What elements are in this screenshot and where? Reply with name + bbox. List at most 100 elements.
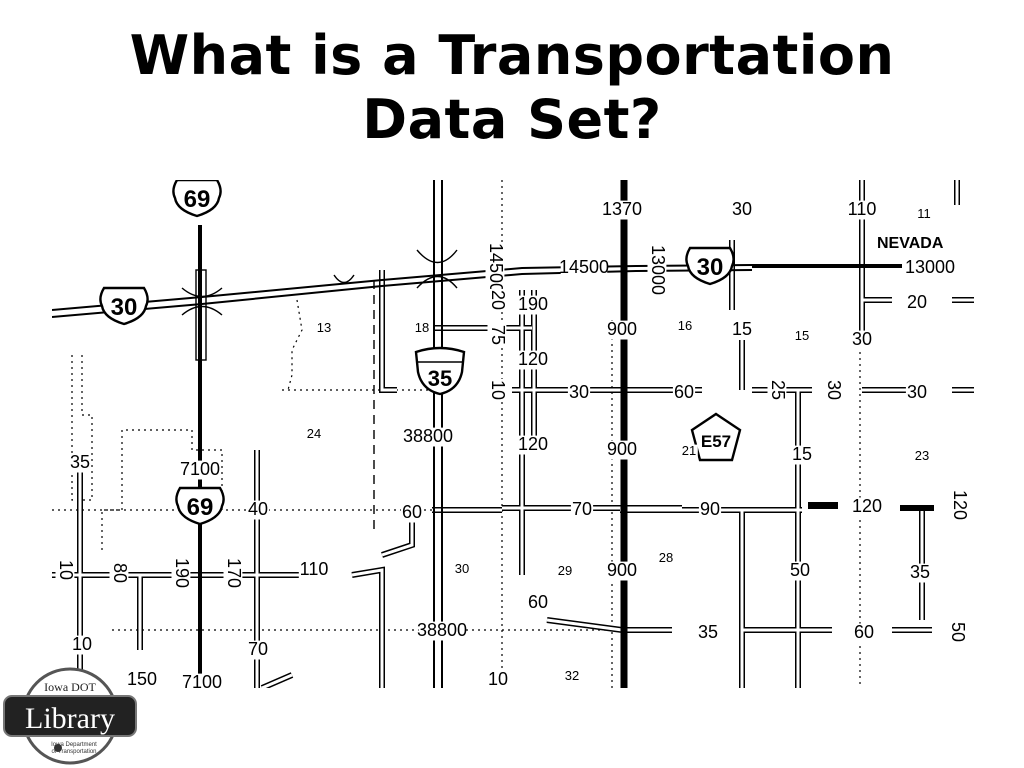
traffic-volume-label: 70: [246, 639, 270, 660]
traffic-volume-label: 900: [606, 439, 638, 460]
svg-text:30: 30: [907, 382, 927, 402]
us30-highway: [52, 264, 902, 318]
svg-text:21: 21: [682, 443, 696, 458]
traffic-volume-label: 16: [676, 318, 694, 334]
svg-text:60: 60: [854, 622, 874, 642]
title-line-2: Data Set?: [362, 88, 662, 151]
svg-text:30: 30: [732, 199, 752, 219]
svg-text:20: 20: [907, 292, 927, 312]
svg-text:50: 50: [790, 560, 810, 580]
svg-text:60: 60: [528, 592, 548, 612]
svg-text:28: 28: [659, 550, 673, 565]
svg-text:35: 35: [698, 622, 718, 642]
traffic-volume-label: 30: [905, 382, 929, 403]
svg-text:900: 900: [607, 439, 637, 459]
traffic-volume-label: 14500: [559, 257, 609, 278]
svg-text:E57: E57: [701, 432, 731, 451]
svg-text:13000: 13000: [648, 245, 668, 295]
svg-text:10: 10: [72, 634, 92, 654]
traffic-volume-label: 15: [730, 319, 754, 340]
svg-text:69: 69: [187, 494, 214, 521]
road-segment: [900, 505, 934, 511]
svg-text:14500: 14500: [486, 243, 506, 293]
svg-text:69: 69: [184, 186, 211, 213]
traffic-volume-label: 60: [400, 502, 424, 523]
logo-bottom-text: Iowa Department: [51, 742, 97, 748]
traffic-volume-label: 900: [606, 560, 638, 581]
svg-text:35: 35: [428, 366, 452, 391]
svg-text:40: 40: [248, 499, 268, 519]
traffic-volume-label: 20: [905, 292, 929, 313]
us-route-shield: 30: [99, 286, 149, 326]
traffic-volume-label: 13000: [647, 245, 668, 295]
traffic-volume-label: 110: [298, 559, 330, 580]
us-route-shield: 30: [685, 246, 735, 286]
traffic-volume-label: 75: [487, 323, 508, 347]
county-roads: [52, 180, 974, 688]
traffic-volume-label: 70: [570, 499, 594, 520]
interchanges: [181, 249, 458, 361]
svg-text:120: 120: [518, 349, 548, 369]
svg-text:18: 18: [415, 320, 429, 335]
traffic-volume-label: 190: [171, 557, 192, 589]
svg-text:1370: 1370: [602, 199, 642, 219]
svg-text:120: 120: [950, 490, 970, 520]
traffic-volume-label: 21: [680, 443, 698, 459]
svg-text:11: 11: [917, 206, 931, 221]
svg-text:20: 20: [488, 290, 508, 310]
traffic-volume-label: 60: [852, 622, 876, 643]
svg-text:35: 35: [910, 562, 930, 582]
traffic-volume-label: 15: [790, 444, 814, 465]
page-title: What is a Transportation Data Set?: [0, 24, 1024, 152]
traffic-volume-label: 120: [851, 496, 883, 517]
road-segment: [808, 502, 838, 509]
svg-text:16: 16: [678, 318, 692, 333]
svg-text:7100: 7100: [182, 672, 222, 688]
svg-text:15: 15: [732, 319, 752, 339]
svg-text:38800: 38800: [403, 426, 453, 446]
traffic-volume-label: 120: [517, 434, 549, 455]
road: [351, 566, 385, 688]
svg-text:29: 29: [558, 563, 572, 578]
us-route-shield: 69: [172, 180, 222, 218]
iowa-dot-library-logo: Iowa DOT Library Iowa Department of Tran…: [3, 667, 137, 765]
svg-text:7100: 7100: [180, 459, 220, 479]
traffic-volume-label: 30: [730, 199, 754, 220]
svg-text:10: 10: [56, 560, 76, 580]
traffic-volume-label: 150: [126, 669, 158, 688]
logo-main-text: Library: [25, 702, 115, 735]
svg-text:80: 80: [110, 563, 130, 583]
traffic-volume-label: 29: [556, 563, 574, 579]
svg-text:15: 15: [792, 444, 812, 464]
traffic-volume-label: 35: [696, 622, 720, 643]
road: [379, 270, 397, 393]
traffic-volume-label: 7100: [182, 672, 222, 688]
interstate-shield: 35: [414, 346, 466, 396]
svg-text:10: 10: [488, 380, 508, 400]
svg-text:75: 75: [488, 325, 508, 345]
traffic-volume-label: 32: [563, 668, 581, 684]
svg-text:150: 150: [127, 669, 157, 688]
svg-text:30: 30: [569, 382, 589, 402]
traffic-volume-label: 25: [767, 378, 788, 402]
svg-text:32: 32: [565, 668, 579, 683]
traffic-volume-label: 110: [846, 199, 878, 220]
svg-text:30: 30: [824, 380, 844, 400]
svg-text:14500: 14500: [559, 257, 609, 277]
traffic-volume-label: 11: [915, 206, 933, 222]
svg-text:110: 110: [300, 559, 329, 579]
traffic-volume-label: 90: [698, 499, 722, 520]
traffic-volume-label: 80: [109, 561, 130, 585]
svg-text:35: 35: [70, 452, 90, 472]
traffic-volume-label: 18: [413, 320, 431, 336]
road-inner: [380, 270, 397, 392]
svg-text:25: 25: [768, 380, 788, 400]
traffic-volume-label: 10: [487, 378, 508, 402]
svg-text:30: 30: [111, 294, 138, 321]
svg-text:900: 900: [607, 319, 637, 339]
svg-text:50: 50: [948, 622, 968, 642]
traffic-volume-label: 23: [913, 448, 931, 464]
traffic-volume-label: 35: [68, 452, 92, 473]
